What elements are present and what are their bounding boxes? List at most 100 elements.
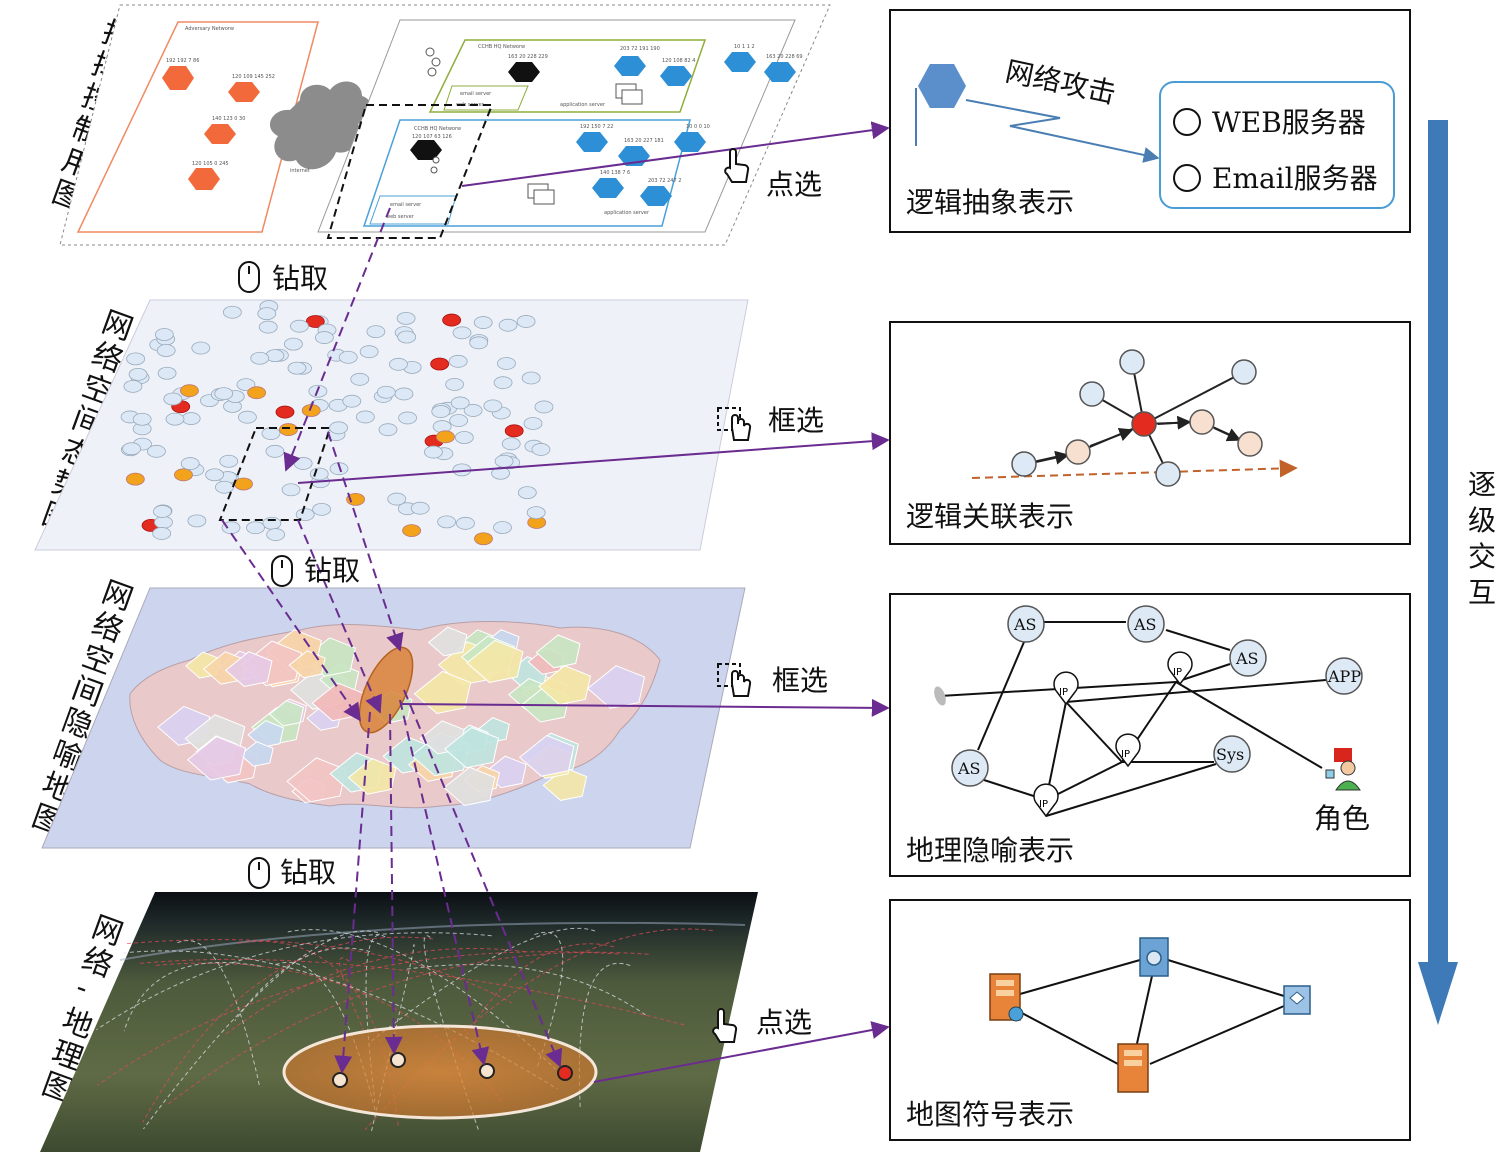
situation-node bbox=[504, 424, 524, 438]
situation-node bbox=[187, 514, 207, 528]
ip-label: 120 105 0 245 bbox=[192, 161, 229, 167]
hq-hex bbox=[576, 132, 608, 152]
geo-node bbox=[390, 1052, 406, 1068]
sys-node: Sys bbox=[1213, 735, 1251, 773]
action-box-1: 框选 bbox=[717, 404, 824, 441]
satellite-dish-icon bbox=[934, 686, 946, 706]
situation-node bbox=[501, 437, 521, 451]
server-email-label: Email服务器 bbox=[1212, 162, 1378, 195]
situation-node bbox=[389, 357, 408, 371]
situation-node bbox=[287, 361, 307, 375]
situation-node bbox=[410, 501, 430, 515]
metaphor-region bbox=[224, 651, 273, 687]
mouse-icon bbox=[248, 857, 270, 889]
hand-grab-icon bbox=[731, 670, 752, 697]
geo-link-line bbox=[234, 947, 371, 1022]
geo-node bbox=[479, 1063, 495, 1079]
situation-nodes bbox=[120, 300, 554, 546]
situation-node bbox=[463, 404, 483, 417]
situation-node bbox=[346, 492, 365, 506]
graph-node-path bbox=[1189, 409, 1215, 435]
situation-node bbox=[234, 477, 253, 491]
ip-label: 120 107 63 126 bbox=[412, 134, 452, 140]
situation-node bbox=[293, 457, 313, 470]
service-label: application server bbox=[604, 210, 650, 216]
c2-layer: Adversary Networw 192 192 7 86 120 109 1… bbox=[59, 4, 831, 246]
panel-map-symbol: 地图符号表示 bbox=[889, 899, 1411, 1141]
hq-hex bbox=[764, 62, 796, 82]
action-drill-2: 钻取 bbox=[271, 554, 360, 587]
geo-layer bbox=[40, 892, 758, 1152]
situation-node bbox=[154, 515, 173, 529]
port-circle bbox=[431, 57, 441, 67]
situation-node bbox=[191, 341, 211, 355]
link-arrow-3 bbox=[401, 698, 890, 717]
port-circle bbox=[427, 67, 437, 77]
metaphor-region bbox=[427, 626, 468, 657]
geo-link-line bbox=[177, 940, 261, 1087]
geo-link-line bbox=[143, 930, 379, 1130]
flow-arrow bbox=[1035, 450, 1070, 465]
service-label: email server bbox=[460, 91, 492, 97]
action-click-2: 点选 bbox=[712, 1006, 812, 1043]
situation-node bbox=[126, 352, 146, 366]
geo-node-alert bbox=[557, 1065, 573, 1081]
situation-node bbox=[454, 431, 474, 444]
as-node: AS bbox=[1229, 639, 1267, 677]
situation-node bbox=[258, 320, 278, 334]
metaphor-region bbox=[542, 767, 588, 801]
mouse-icon bbox=[238, 261, 260, 293]
drill-path bbox=[221, 519, 362, 722]
situation-node bbox=[359, 345, 379, 359]
geo-link-line bbox=[406, 964, 649, 1017]
action-label-drill: 钻取 bbox=[272, 262, 328, 295]
server-stack bbox=[621, 89, 643, 105]
action-label-box: 框选 bbox=[772, 664, 828, 697]
situation-node bbox=[123, 379, 143, 393]
situation-node bbox=[437, 515, 457, 529]
situation-node bbox=[250, 351, 270, 365]
ip-label: 140 138 7 6 bbox=[600, 170, 630, 176]
hq-hex bbox=[674, 132, 706, 152]
situation-node bbox=[181, 412, 201, 425]
situation-node bbox=[521, 371, 541, 385]
service-label: application server bbox=[560, 102, 606, 108]
situation-node bbox=[534, 400, 554, 414]
situation-selection-box bbox=[218, 427, 332, 521]
geo-link-line bbox=[370, 944, 415, 1133]
situation-node bbox=[338, 350, 358, 364]
ip-label: 140 123 0 30 bbox=[212, 116, 245, 122]
adversary-hex bbox=[162, 66, 194, 90]
situation-node bbox=[493, 521, 512, 534]
geo-link-line bbox=[465, 943, 615, 1036]
role-icon bbox=[1325, 748, 1361, 791]
panel-title: 逻辑抽象表示 bbox=[906, 186, 1074, 219]
ip-label: 120 109 145 252 bbox=[232, 74, 275, 80]
situation-node bbox=[290, 319, 309, 333]
ip-label: 10 0 0 10 bbox=[686, 124, 710, 130]
mouse-icon bbox=[271, 555, 293, 587]
situation-node bbox=[523, 417, 543, 430]
hq-hex bbox=[508, 62, 540, 82]
situation-node bbox=[238, 410, 257, 424]
geo-link-line bbox=[371, 927, 596, 1042]
situation-node bbox=[314, 331, 334, 344]
situation-node bbox=[156, 344, 176, 357]
progressive-char: 交 bbox=[1468, 540, 1496, 573]
progressive-arrow: 逐 级 交 互 bbox=[1418, 120, 1496, 1025]
ip-label: 163 20 227 181 bbox=[624, 138, 664, 144]
situation-node bbox=[493, 376, 513, 390]
server-symbol-icon bbox=[1117, 1043, 1149, 1093]
situation-node bbox=[448, 354, 468, 368]
metaphor-region bbox=[538, 665, 592, 706]
link-arrows bbox=[297, 121, 890, 1083]
situation-node bbox=[261, 427, 281, 440]
action-box-2: 框选 bbox=[717, 663, 828, 697]
role-label: 角色 bbox=[1314, 802, 1370, 835]
svg-text:APP: APP bbox=[1327, 667, 1361, 686]
situation-node bbox=[305, 315, 325, 328]
ip-label: 10 1 1 2 bbox=[734, 44, 755, 50]
flow-arrow bbox=[1157, 415, 1192, 430]
situation-node bbox=[236, 378, 256, 392]
geo-link-line bbox=[166, 951, 649, 1106]
